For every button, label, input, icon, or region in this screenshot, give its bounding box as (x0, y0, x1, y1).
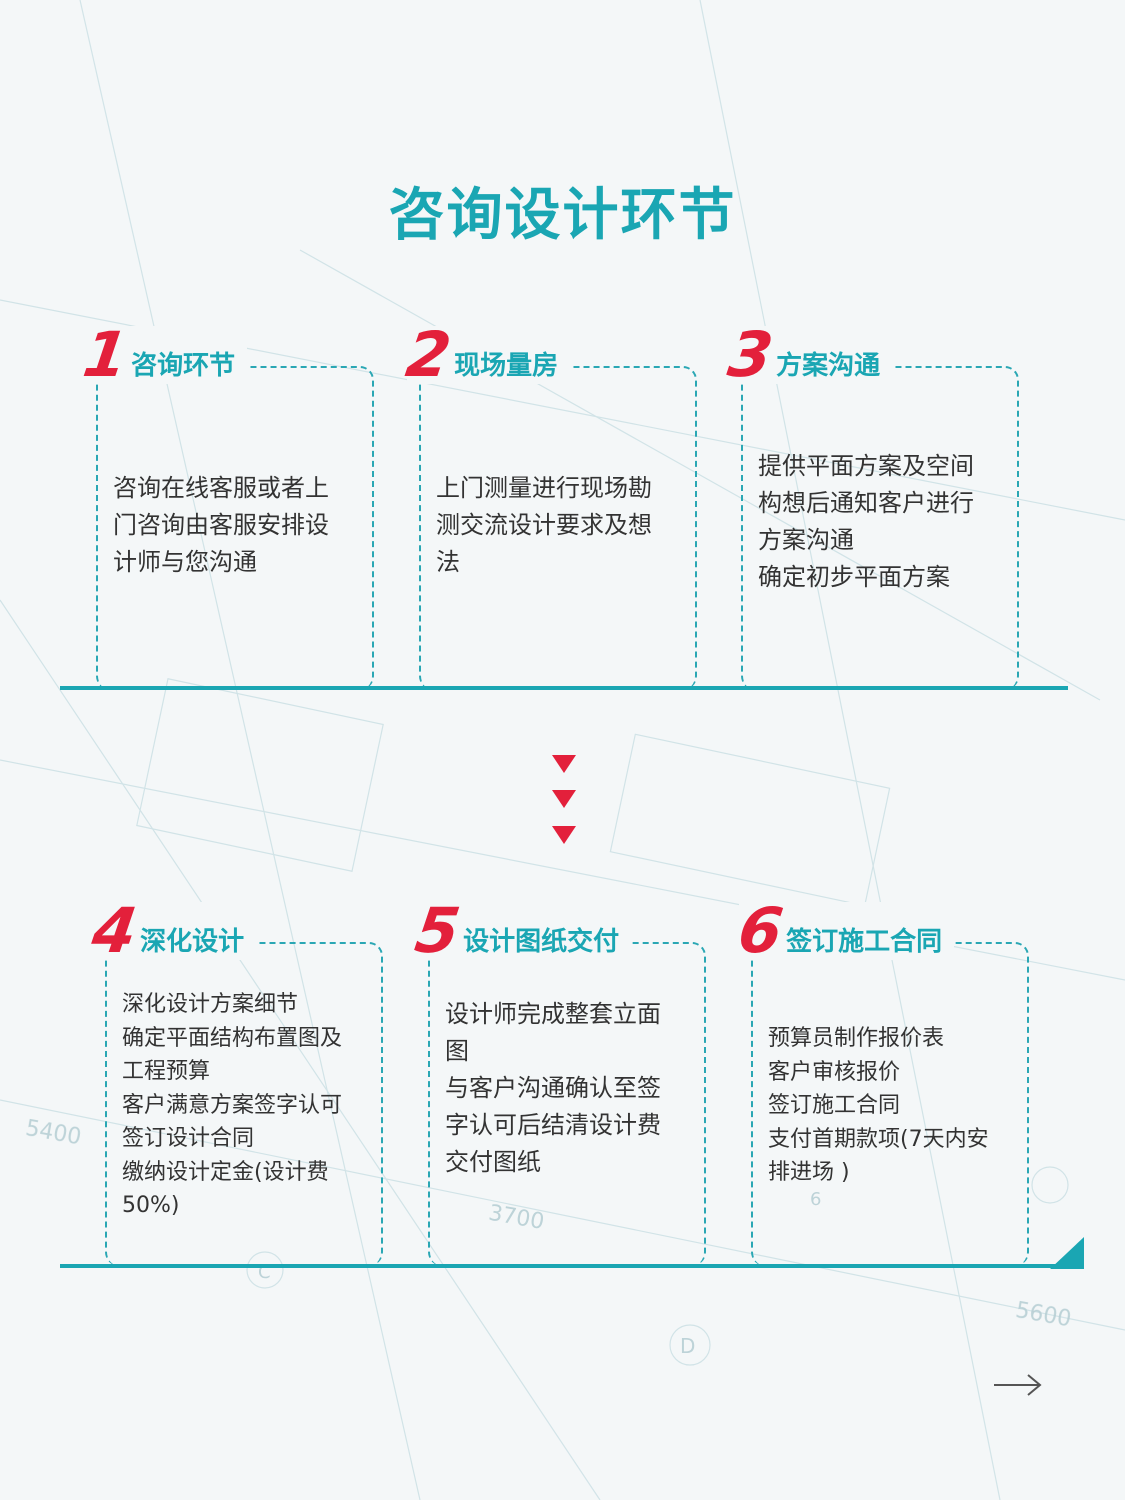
step-line: 排进场 ) (768, 1160, 850, 1185)
step-line: 提供平面方案及空间 (758, 452, 974, 480)
step-text-1: 咨询在线客服或者上 门咨询由客服安排设 计师与您沟通 (113, 470, 329, 581)
triangle-down-icon (552, 826, 576, 844)
step-line: 与客户沟通确认至签 (445, 1074, 661, 1102)
step-line: 图 (445, 1037, 469, 1065)
step-line: 交付图纸 (445, 1148, 541, 1176)
timeline-line-2 (60, 1264, 1076, 1268)
step-text-5: 设计师完成整套立面 图 与客户沟通确认至签 字认可后结清设计费 交付图纸 (445, 996, 661, 1181)
step-text-4: 深化设计方案细节 确定平面结构布置图及 工程预算 客户满意方案签字认可 签订设计… (122, 988, 342, 1223)
step-title-1: 咨询环节 (131, 351, 236, 381)
step-title-6: 签订施工合同 (786, 927, 943, 957)
step-title-4: 深化设计 (140, 927, 245, 957)
step-line: 签订施工合同 (768, 1093, 901, 1118)
step-line: 门咨询由客服安排设 (113, 511, 329, 539)
step-line: 客户审核报价 (768, 1059, 901, 1085)
step-number-2: 2 (401, 318, 454, 391)
step-number-6: 6 (733, 894, 786, 967)
step-line: 支付首期款项(7天内安 (768, 1126, 989, 1152)
step-header-6: 6 签订施工合同 (734, 894, 955, 967)
bg-label: D (680, 1334, 695, 1358)
step-title-3: 方案沟通 (776, 351, 881, 381)
step-line: 计师与您沟通 (113, 548, 257, 576)
step-line: 咨询在线客服或者上 (113, 474, 329, 502)
step-line: 构想后通知客户进行 (758, 489, 974, 517)
step-title-5: 设计图纸交付 (463, 927, 620, 957)
step-line: 测交流设计要求及想 (436, 511, 652, 539)
page-title: 咨询设计环节 (388, 183, 737, 248)
step-line: 缴纳设计定金(设计费 (122, 1159, 329, 1185)
step-title-2: 现场量房 (454, 351, 559, 381)
step-header-4: 4 深化设计 (88, 894, 257, 967)
triangle-end-icon (1050, 1237, 1084, 1269)
step-text-2: 上门测量进行现场勘 测交流设计要求及想 法 (436, 470, 652, 581)
arrow-right-icon[interactable] (990, 1370, 1046, 1400)
triangle-down-icon (552, 790, 576, 808)
step-number-3: 3 (723, 318, 776, 391)
bg-label: 5400 (24, 1116, 83, 1150)
bg-label: 5600 (1014, 1298, 1073, 1332)
bg-label: 6 (810, 1189, 821, 1210)
timeline-line-1 (60, 686, 1068, 690)
step-line: 客户满意方案签字认可 (122, 1092, 343, 1118)
step-number-4: 4 (87, 894, 140, 967)
step-header-2: 2 现场量房 (402, 318, 571, 391)
step-line: 法 (436, 548, 460, 576)
step-text-6: 预算员制作报价表 客户审核报价 签订施工合同 支付首期款项(7天内安 排进场 ) (768, 1022, 989, 1190)
step-line: 上门测量进行现场勘 (436, 474, 652, 502)
step-line: 工程预算 (122, 1059, 211, 1084)
step-number-1: 1 (78, 318, 131, 391)
step-header-3: 3 方案沟通 (724, 318, 893, 391)
step-number-5: 5 (410, 894, 463, 967)
triangle-down-icon (552, 755, 576, 773)
step-line: 50%) (122, 1193, 180, 1218)
step-line: 预算员制作报价表 (768, 1026, 945, 1051)
step-line: 设计师完成整套立面 (445, 1000, 661, 1028)
step-line: 确定初步平面方案 (758, 563, 950, 591)
step-line: 字认可后结清设计费 (445, 1111, 661, 1139)
step-header-5: 5 设计图纸交付 (411, 894, 632, 967)
step-text-3: 提供平面方案及空间 构想后通知客户进行 方案沟通 确定初步平面方案 (758, 448, 974, 596)
step-line: 深化设计方案细节 (122, 992, 299, 1017)
step-line: 签订设计合同 (122, 1126, 255, 1151)
step-header-1: 1 咨询环节 (79, 318, 248, 391)
step-line: 方案沟通 (758, 526, 854, 554)
step-line: 确定平面结构布置图及 (122, 1025, 343, 1051)
